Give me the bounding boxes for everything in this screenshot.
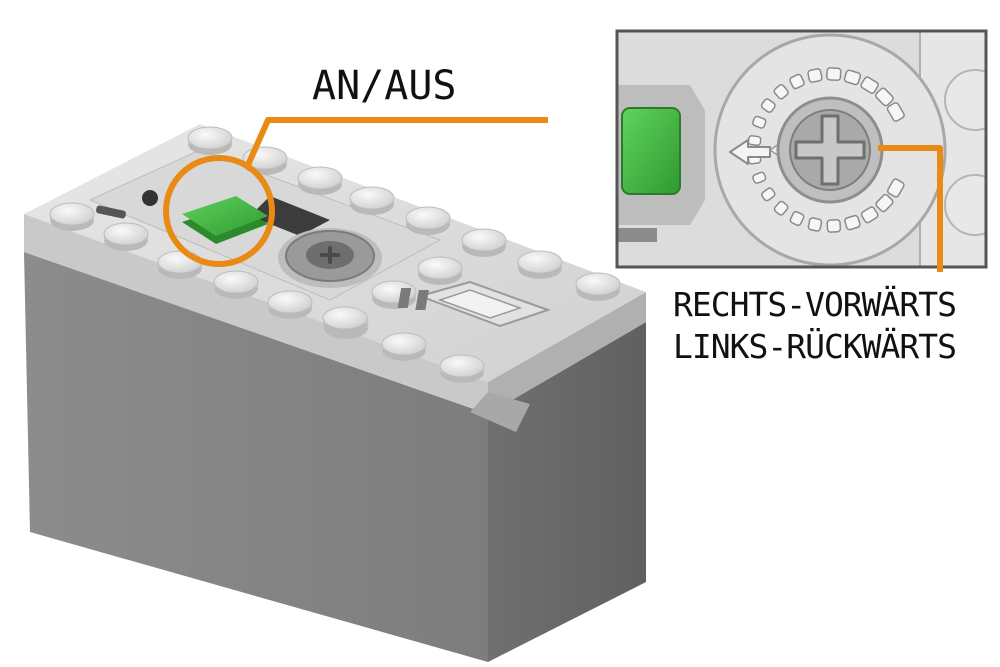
on-off-switch	[182, 196, 268, 244]
dial-scale-mark	[826, 67, 842, 82]
stud	[439, 354, 485, 383]
on-off-label: AN/AUS	[312, 63, 457, 109]
battery-box	[24, 124, 646, 662]
dial-scale-mark	[760, 98, 776, 113]
inset-switch-green	[621, 107, 681, 195]
dial-scale-mark	[761, 187, 776, 202]
stud	[575, 272, 621, 301]
dial-scale-mark	[875, 193, 894, 213]
dial-scale-mark	[844, 214, 861, 231]
dial-scale-mark	[886, 178, 905, 198]
dial-scale-mark	[773, 200, 789, 216]
direction-switch-inset	[615, 29, 988, 269]
dial-scale-mark	[789, 73, 805, 90]
stud	[213, 270, 259, 299]
battery-box-top-lip-right	[488, 292, 646, 414]
battery-box-front-face	[24, 252, 488, 662]
direction-label-forward: RECHTS-VORWÄRTS	[673, 285, 957, 324]
stud	[103, 222, 149, 251]
dial-scale-mark	[807, 217, 823, 232]
stud	[381, 332, 427, 361]
on-off-callout-leader	[245, 117, 548, 167]
stud	[157, 250, 203, 279]
dial-scale-mark	[860, 76, 879, 94]
dial-scale-mark	[752, 115, 767, 129]
stud	[417, 256, 463, 285]
dial-scale-mark	[773, 84, 789, 100]
dial-scale-mark	[886, 102, 905, 122]
battery-box-top-lip	[24, 214, 488, 414]
dial-scale-mark	[843, 69, 862, 86]
stud	[49, 202, 95, 231]
stud	[517, 250, 563, 279]
stud	[297, 166, 343, 195]
on-off-callout-circle	[163, 155, 275, 267]
dial-scale-mark	[860, 206, 879, 224]
indicator-hole	[142, 190, 158, 206]
stud	[405, 206, 451, 235]
direction-arrow-icon	[729, 139, 771, 165]
axle-hole-icon	[794, 114, 866, 186]
battery-box-notch	[470, 392, 530, 432]
direction-dial	[278, 228, 382, 288]
dial-scale-mark	[752, 171, 767, 184]
dial-scale-mark	[875, 87, 894, 107]
stud	[349, 186, 395, 215]
on-off-callout	[163, 117, 548, 267]
stud	[322, 306, 368, 335]
dial-scale-mark	[747, 135, 762, 147]
stud	[187, 126, 233, 155]
dial-scale-mark	[807, 68, 823, 83]
dial-scale-marks	[747, 67, 905, 233]
power-connector-port	[397, 280, 552, 328]
direction-label-reverse: LINKS-RÜCKWÄRTS	[673, 327, 957, 366]
direction-callout-leader	[878, 145, 943, 272]
studs	[49, 126, 621, 383]
indicator-slot	[96, 205, 126, 219]
dial-scale-mark	[789, 210, 805, 227]
stud	[267, 290, 313, 319]
dial-scale-mark	[826, 218, 842, 233]
stud	[461, 228, 507, 257]
